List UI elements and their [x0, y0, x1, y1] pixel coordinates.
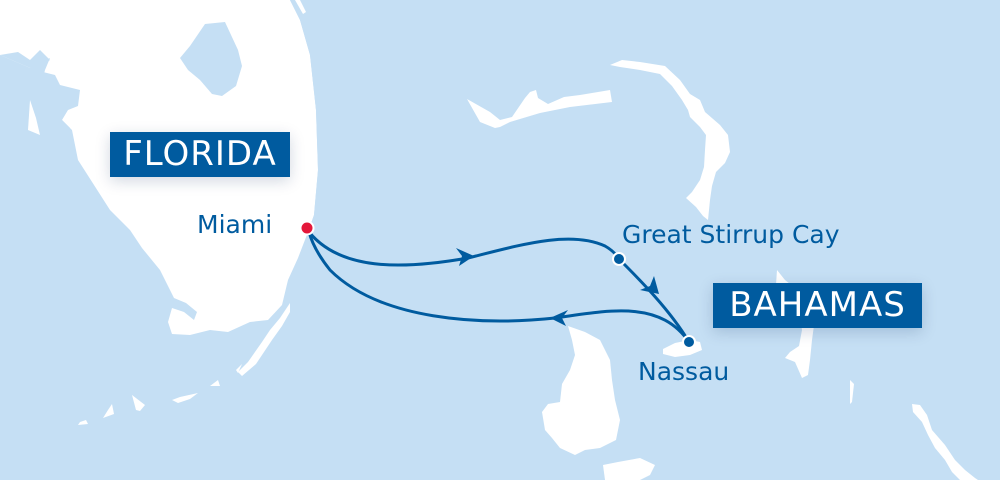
nassau-city-label[interactable]: Nassau: [638, 357, 730, 386]
cat-island: [912, 404, 978, 480]
lake-okeechobee: [180, 22, 242, 96]
florida-region-label: FLORIDA: [110, 132, 290, 177]
grand-bahama-island: [467, 90, 612, 128]
abaco-island: [610, 60, 730, 220]
florida-keys: [78, 303, 290, 425]
arrow-icon: [640, 276, 659, 294]
bahamas-region-label: BAHAMAS: [713, 283, 922, 328]
tampa-peninsula: [28, 100, 40, 135]
andros-south: [603, 458, 655, 480]
miami-city-label[interactable]: Miami: [197, 210, 273, 239]
miami-port-dot[interactable]: [299, 220, 315, 236]
route-leg-nassau-to-miami: [307, 230, 691, 344]
eastern-sliver: [850, 380, 854, 404]
nassau-port-dot[interactable]: [682, 335, 696, 349]
andros-island: [542, 326, 620, 455]
great-stirrup-cay-city-label[interactable]: Great Stirrup Cay: [622, 220, 840, 249]
cruise-route: [307, 230, 691, 344]
route-arrows: [456, 248, 659, 326]
route-leg-miami-to-great-stirrup: [307, 230, 621, 267]
barrier-island: [295, 0, 306, 14]
atlantic-coast: [290, 0, 320, 240]
tampa-bay: [0, 57, 72, 150]
arrow-icon: [550, 310, 568, 326]
arrow-icon: [456, 248, 474, 266]
andros-west-notch: [542, 410, 560, 424]
great-stirrup-cay-port-dot[interactable]: [612, 252, 626, 266]
